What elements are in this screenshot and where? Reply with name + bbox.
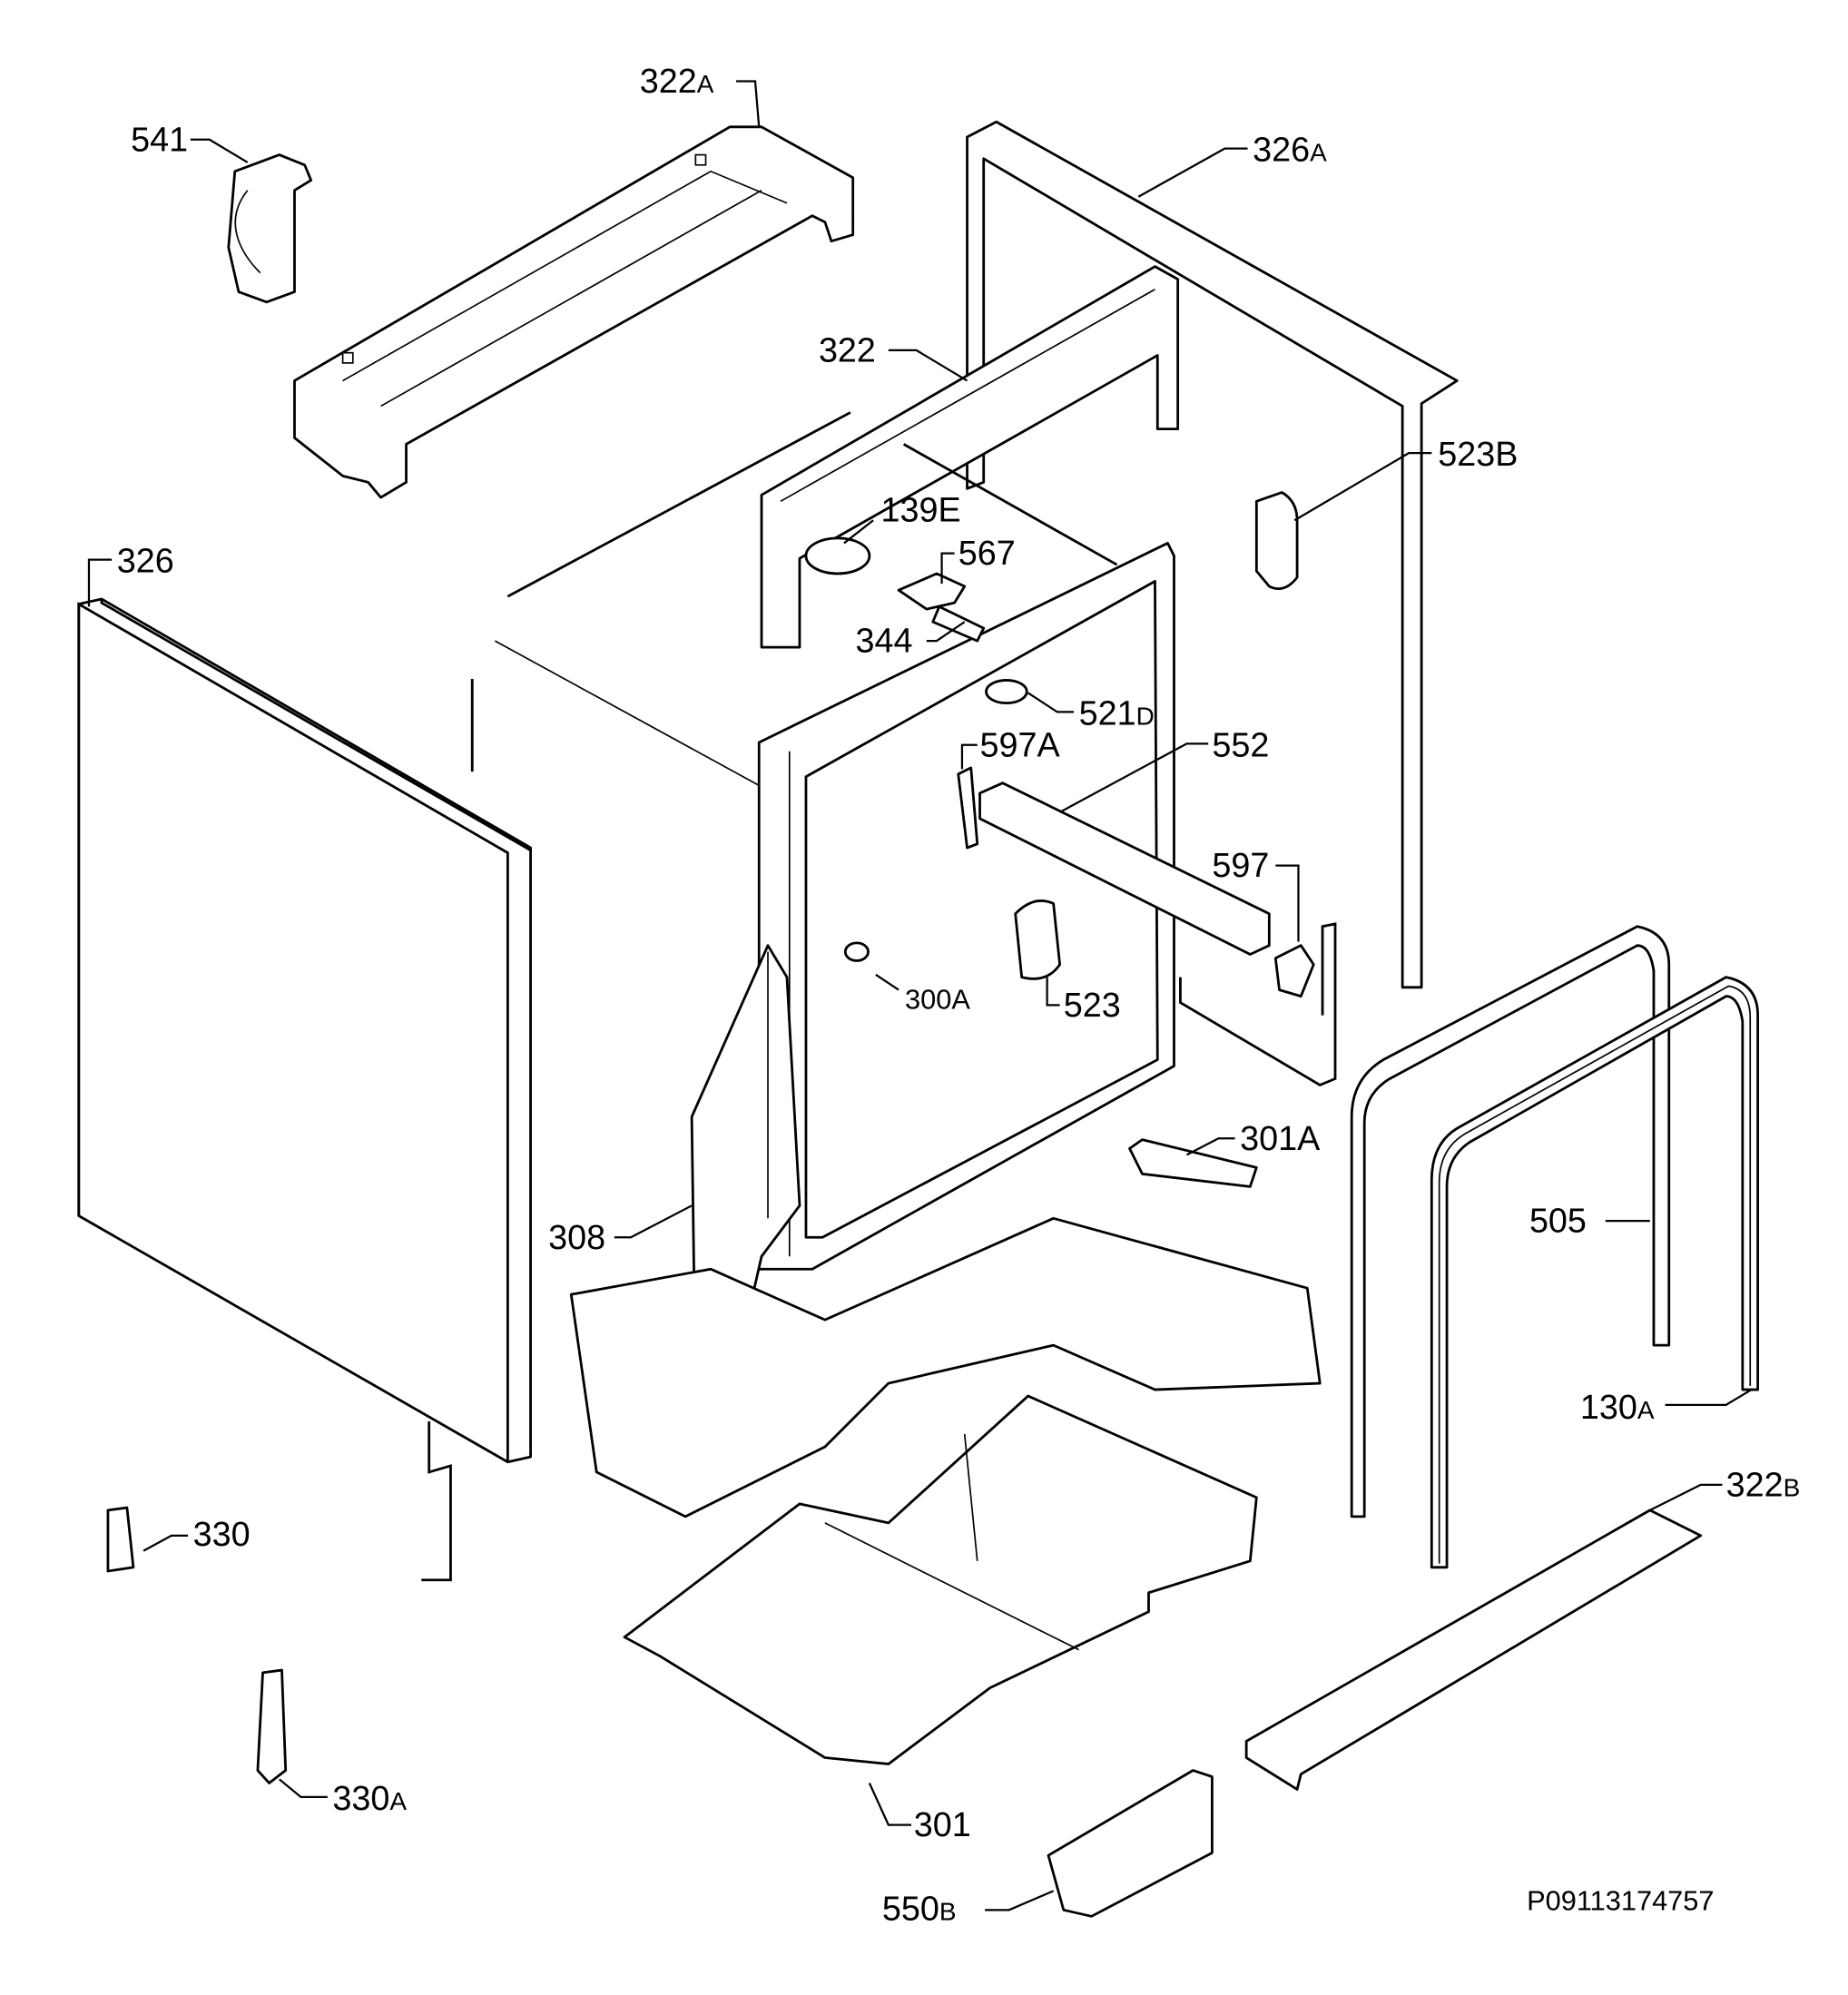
part-door-frame[interactable]: [757, 542, 1175, 1271]
callout-597a[interactable]: 597A: [980, 725, 1061, 763]
callout-597[interactable]: 597: [1212, 846, 1269, 884]
callout-330a[interactable]: 330A: [332, 1779, 407, 1817]
part-550b-bracket[interactable]: [1047, 1769, 1214, 1918]
part-322a-top-frame[interactable]: [293, 125, 855, 499]
callout-301[interactable]: 301: [914, 1805, 971, 1843]
callout-322a[interactable]: 322A: [640, 62, 714, 100]
callout-130a[interactable]: 130A: [1580, 1388, 1655, 1426]
callout-521d[interactable]: 521D: [1079, 693, 1155, 732]
part-326a-rear-panel[interactable]: [966, 120, 1459, 1087]
part-541-clip[interactable]: [227, 153, 313, 304]
callout-322[interactable]: 322: [819, 330, 876, 369]
callout-139e[interactable]: 139E: [880, 491, 960, 529]
callout-523b[interactable]: 523B: [1438, 435, 1518, 473]
part-326-side-panel[interactable]: [77, 597, 532, 1582]
part-322b-plinth-strip[interactable]: [1244, 1509, 1703, 1791]
callout-301a[interactable]: 301A: [1240, 1119, 1321, 1157]
callout-541[interactable]: 541: [131, 120, 188, 158]
part-small-components[interactable]: [106, 491, 1315, 1784]
callout-326a[interactable]: 326A: [1253, 131, 1327, 169]
callout-300a[interactable]: 300A: [905, 984, 970, 1016]
drawing-number: P09113174757: [1527, 1884, 1714, 1916]
callout-567[interactable]: 567: [958, 534, 1016, 572]
callout-344[interactable]: 344: [855, 622, 912, 660]
callout-505[interactable]: 505: [1529, 1202, 1587, 1240]
callout-552[interactable]: 552: [1212, 725, 1269, 763]
callout-labels: 541 322A 326A 322 523B 139E 567 344 326 …: [117, 62, 1801, 1927]
callout-523[interactable]: 523: [1064, 986, 1121, 1024]
callout-322b[interactable]: 322B: [1726, 1466, 1801, 1504]
part-322-frame[interactable]: [760, 265, 1180, 649]
part-301-base-tray[interactable]: [623, 1394, 1258, 1765]
part-130a-door-seal[interactable]: [1430, 976, 1760, 1569]
callout-550b[interactable]: 550B: [882, 1890, 957, 1928]
leader-lines: [87, 80, 1753, 1911]
part-552-rail[interactable]: [978, 781, 1271, 956]
callout-308[interactable]: 308: [548, 1218, 605, 1256]
part-base-frame[interactable]: [569, 1216, 1322, 1518]
callout-326[interactable]: 326: [117, 542, 174, 580]
part-505-door-seal[interactable]: [1350, 925, 1671, 1518]
callout-330[interactable]: 330: [193, 1515, 251, 1553]
